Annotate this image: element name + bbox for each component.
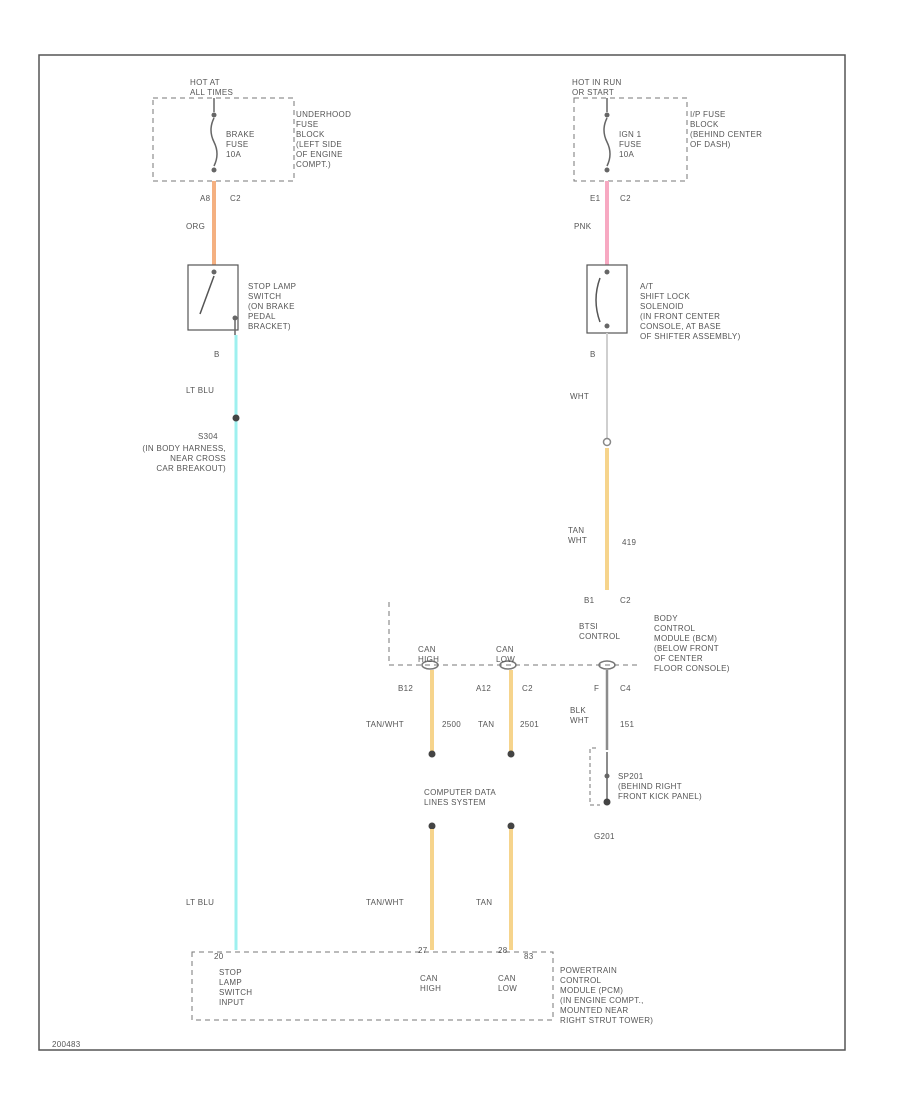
splice-s304-label: S304 — [198, 432, 218, 441]
pcm-label: POWERTRAIN CONTROL MODULE (PCM) (IN ENGI… — [560, 966, 654, 1025]
splice-s304 — [232, 414, 240, 422]
underhood-fuse-block-box — [152, 97, 295, 182]
diagram-frame — [38, 54, 846, 1051]
left-pin-a8: A8 — [200, 194, 211, 203]
pcm-pin-20: 20 — [214, 952, 224, 961]
ign1-fuse-label: IGN 1 FUSE 10A — [619, 130, 642, 159]
shift-lock-solenoid-label: A/T SHIFT LOCK SOLENOID (IN FRONT CENTER… — [640, 282, 741, 341]
pcm-can-high-label: CAN HIGH — [420, 974, 442, 993]
figure-id: 200483 — [52, 1040, 81, 1049]
inline-connector — [602, 437, 612, 447]
wire-lt-blu-label: LT BLU — [186, 386, 215, 395]
bcm-can-high-label: CAN HIGH — [418, 645, 440, 664]
right-pin-e1: E1 — [590, 194, 601, 203]
right-pin-c2: C2 — [620, 194, 631, 203]
bcm-pin-c2: C2 — [620, 596, 631, 605]
pcm-box — [191, 951, 554, 1021]
wire-lt-blu-label-lower: LT BLU — [186, 898, 215, 907]
ground-g201 — [603, 798, 611, 806]
wire-can-low-label: TAN — [478, 720, 495, 729]
ground-g201-label: G201 — [594, 832, 615, 841]
wire-419-label: 419 — [622, 538, 637, 547]
pcm-stop-input-label: STOP LAMP SWITCH INPUT — [219, 968, 253, 1007]
bcm-box — [388, 602, 640, 666]
stop-lamp-switch-box — [187, 264, 239, 331]
computer-data-lines-label: COMPUTER DATA LINES SYSTEM — [424, 788, 497, 807]
sp201-desc: (BEHIND RIGHT FRONT KICK PANEL) — [618, 782, 702, 801]
bcm-pin-a12: A12 — [476, 684, 492, 693]
brake-fuse-label: BRAKE FUSE 10A — [226, 130, 255, 159]
wire-wht-label: WHT — [570, 392, 590, 401]
ip-fuse-block-label: I/P FUSE BLOCK (BEHIND CENTER OF DASH) — [690, 110, 763, 149]
wire-pnk-label: PNK — [574, 222, 592, 231]
solenoid-pin-b: B — [590, 350, 596, 359]
wire-org-label: ORG — [186, 222, 206, 231]
pcm-wire-can-high-label: TAN/WHT — [366, 898, 404, 907]
ign1-fuse-symbol — [603, 117, 611, 167]
bcm-pin-f: F — [594, 684, 600, 693]
brake-fuse-symbol — [210, 117, 218, 167]
stop-lamp-switch-contact — [199, 275, 215, 315]
bcm-pin-b1: B1 — [584, 596, 595, 605]
wire-can-high-circuit: 2500 — [442, 720, 461, 729]
sp201-box — [589, 747, 600, 806]
solenoid-coil — [595, 277, 601, 323]
ip-fuse-block-box — [573, 97, 688, 182]
pcm-can-low-label: CAN LOW — [498, 974, 518, 993]
pcm-pin-28: 28 — [498, 946, 508, 955]
shift-lock-solenoid-box — [586, 264, 628, 334]
left-hot-label: HOT AT ALL TIMES — [190, 78, 234, 97]
switch-pin-b: B — [214, 350, 220, 359]
wire-tan-wht-label: TAN WHT — [568, 526, 588, 545]
pcm-wire-can-low-label: TAN — [476, 898, 493, 907]
pcm-pin-83: 83 — [524, 952, 534, 961]
sp201-label: SP201 — [618, 772, 644, 781]
pcm-pin-27: 27 — [418, 946, 428, 955]
bcm-pin-c2-low: C2 — [522, 684, 533, 693]
wire-can-high-label: TAN/WHT — [366, 720, 404, 729]
bcm-pin-b12: B12 — [398, 684, 414, 693]
bcm-label: BODY CONTROL MODULE (BCM) (BELOW FRONT O… — [654, 614, 730, 673]
bcm-pin-c4: C4 — [620, 684, 631, 693]
fuse-terminal — [211, 112, 217, 118]
wire-151-label: 151 — [620, 720, 635, 729]
stop-lamp-switch-label: STOP LAMP SWITCH (ON BRAKE PEDAL BRACKET… — [248, 282, 297, 331]
bcm-can-low-label: CAN LOW — [496, 645, 516, 664]
left-pin-c2: C2 — [230, 194, 241, 203]
right-hot-label: HOT IN RUN OR START — [572, 78, 622, 97]
wire-blk-wht-label: BLK WHT — [570, 706, 590, 725]
splice-s304-desc: (IN BODY HARNESS, NEAR CROSS CAR BREAKOU… — [142, 444, 226, 473]
underhood-fuse-block-label: UNDERHOOD FUSE BLOCK (LEFT SIDE OF ENGIN… — [296, 110, 352, 169]
wire-can-low-circuit: 2501 — [520, 720, 539, 729]
btsi-control-label: BTSI CONTROL — [579, 622, 621, 641]
